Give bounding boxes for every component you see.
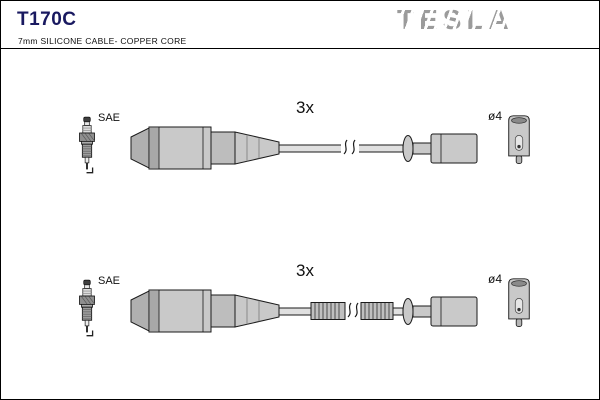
sae-label: SAE xyxy=(98,275,121,287)
tesla-logo: TESLA xyxy=(397,4,514,35)
quantity-label: 3x xyxy=(296,261,314,280)
cable-assembly-drawing xyxy=(130,289,478,333)
spark-plug-icon xyxy=(79,116,95,174)
terminal-diameter-label: ø4 xyxy=(488,272,503,286)
cable-spec-subtitle: 7mm SILICONE CABLE- COPPER CORE xyxy=(18,36,187,46)
cable-assembly-drawing xyxy=(130,126,478,170)
header-divider xyxy=(1,48,599,49)
spark-plug-icon xyxy=(79,279,95,337)
terminal-diameter-label: ø4 xyxy=(488,109,503,123)
sae-label: SAE xyxy=(98,112,121,124)
terminal-socket-icon xyxy=(508,278,530,327)
part-number: T170C xyxy=(17,9,77,30)
terminal-socket-icon xyxy=(508,115,530,164)
quantity-label: 3x xyxy=(296,98,314,117)
